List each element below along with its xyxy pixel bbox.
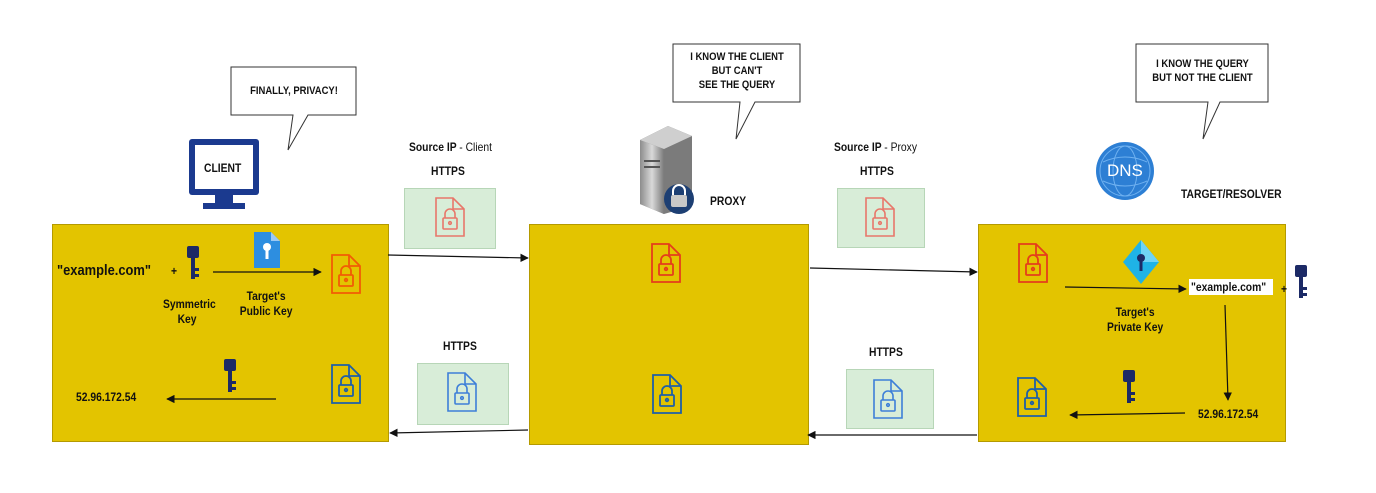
arrow-resolve (1223, 304, 1232, 401)
symmetric-key-icon (224, 359, 236, 392)
symmetric-key-label-line-2: Key (177, 312, 197, 326)
arrow-decrypt-query (1064, 284, 1187, 294)
https-label-proxy-resolver-bottom: HTTPS (869, 345, 903, 359)
proxy-bubble-line-2: BUT CAN'T (711, 65, 763, 77)
resolver-bubble-text: I KNOW THE QUERY BUT NOT THE CLIENT (1145, 57, 1259, 85)
locked-document-icon (651, 243, 681, 283)
client-monitor-label: CLIENT (204, 161, 242, 175)
arrow-client-to-proxy (387, 253, 529, 263)
private-key-label-line-1: Target's (1115, 305, 1155, 319)
public-key-label-line-2: Public Key (239, 304, 293, 318)
arrow-proxy-to-resolver (809, 267, 978, 277)
source-ip-client-label: Source IP - Client (409, 140, 492, 154)
symmetric-key-label: Symmetric Key (163, 297, 216, 327)
source-ip-suffix: - Proxy (884, 140, 917, 154)
locked-document-icon (873, 379, 903, 419)
proxy-label: PROXY (710, 194, 747, 208)
client-bubble-text: FINALLY, PRIVACY! (250, 85, 338, 97)
public-key-label-line-1: Target's (246, 289, 286, 303)
https-box-client-proxy-bottom (417, 363, 509, 425)
source-ip-proxy-label: Source IP - Proxy (834, 140, 917, 154)
resolver-answer-ip: 52.96.172.54 (1198, 407, 1259, 421)
https-box-proxy-resolver-bottom (846, 369, 934, 429)
symmetric-key-icon (187, 246, 199, 279)
decrypted-query-highlight (1189, 279, 1273, 295)
resolver-label: TARGET/RESOLVER (1181, 187, 1282, 201)
https-label-client-proxy-top: HTTPS (431, 164, 465, 178)
public-key-label: Target's Public Key (236, 289, 296, 319)
locked-document-icon (435, 197, 465, 237)
symmetric-key-icon (1295, 265, 1307, 298)
https-label-client-proxy-bottom: HTTPS (443, 339, 477, 353)
decrypted-query-text: "example.com" (1191, 280, 1267, 294)
locked-document-icon (447, 372, 477, 412)
proxy-bubble-line-1: I KNOW THE CLIENT (690, 51, 784, 63)
symmetric-key-label-line-1: Symmetric (163, 297, 216, 311)
locked-document-icon (1018, 243, 1048, 283)
public-key-document-icon (254, 232, 280, 268)
locked-document-icon (331, 364, 361, 404)
proxy-server-icon (640, 126, 694, 214)
locked-document-icon (1017, 377, 1047, 417)
resolver-bubble-line-2: BUT NOT THE CLIENT (1152, 72, 1253, 84)
client-query-text: "example.com" (57, 262, 151, 279)
locked-document-icon (331, 254, 361, 294)
client-monitor-icon (189, 139, 259, 209)
resolver-plus-sign: + (1281, 282, 1288, 296)
proxy-bubble-text: I KNOW THE CLIENT BUT CAN'T SEE THE QUER… (682, 50, 792, 92)
https-label-proxy-resolver-top: HTTPS (860, 164, 894, 178)
arrow-encrypt-answer (1069, 410, 1186, 420)
dns-globe-icon (1096, 142, 1154, 200)
proxy-panel (529, 224, 809, 445)
proxy-speech-bubble (672, 43, 801, 140)
client-plus-sign: + (171, 264, 178, 278)
proxy-bubble-line-3: SEE THE QUERY (698, 79, 776, 91)
source-ip-suffix: - Client (459, 140, 492, 154)
locked-document-icon (652, 374, 682, 414)
private-key-diamond-icon (1123, 240, 1159, 284)
symmetric-key-icon (1123, 370, 1135, 403)
private-key-label-line-2: Private Key (1106, 320, 1164, 334)
resolver-bubble-line-1: I KNOW THE QUERY (1156, 58, 1249, 70)
locked-document-icon (865, 197, 895, 237)
private-key-label: Target's Private Key (1105, 305, 1165, 335)
client-speech-bubble (230, 66, 357, 151)
resolver-speech-bubble (1135, 43, 1269, 140)
arrow-proxy-to-client (389, 428, 529, 438)
source-ip-prefix: Source IP (834, 140, 882, 154)
client-answer-ip: 52.96.172.54 (76, 390, 137, 404)
source-ip-prefix: Source IP (409, 140, 457, 154)
dns-badge-text: DNS (1107, 161, 1143, 180)
